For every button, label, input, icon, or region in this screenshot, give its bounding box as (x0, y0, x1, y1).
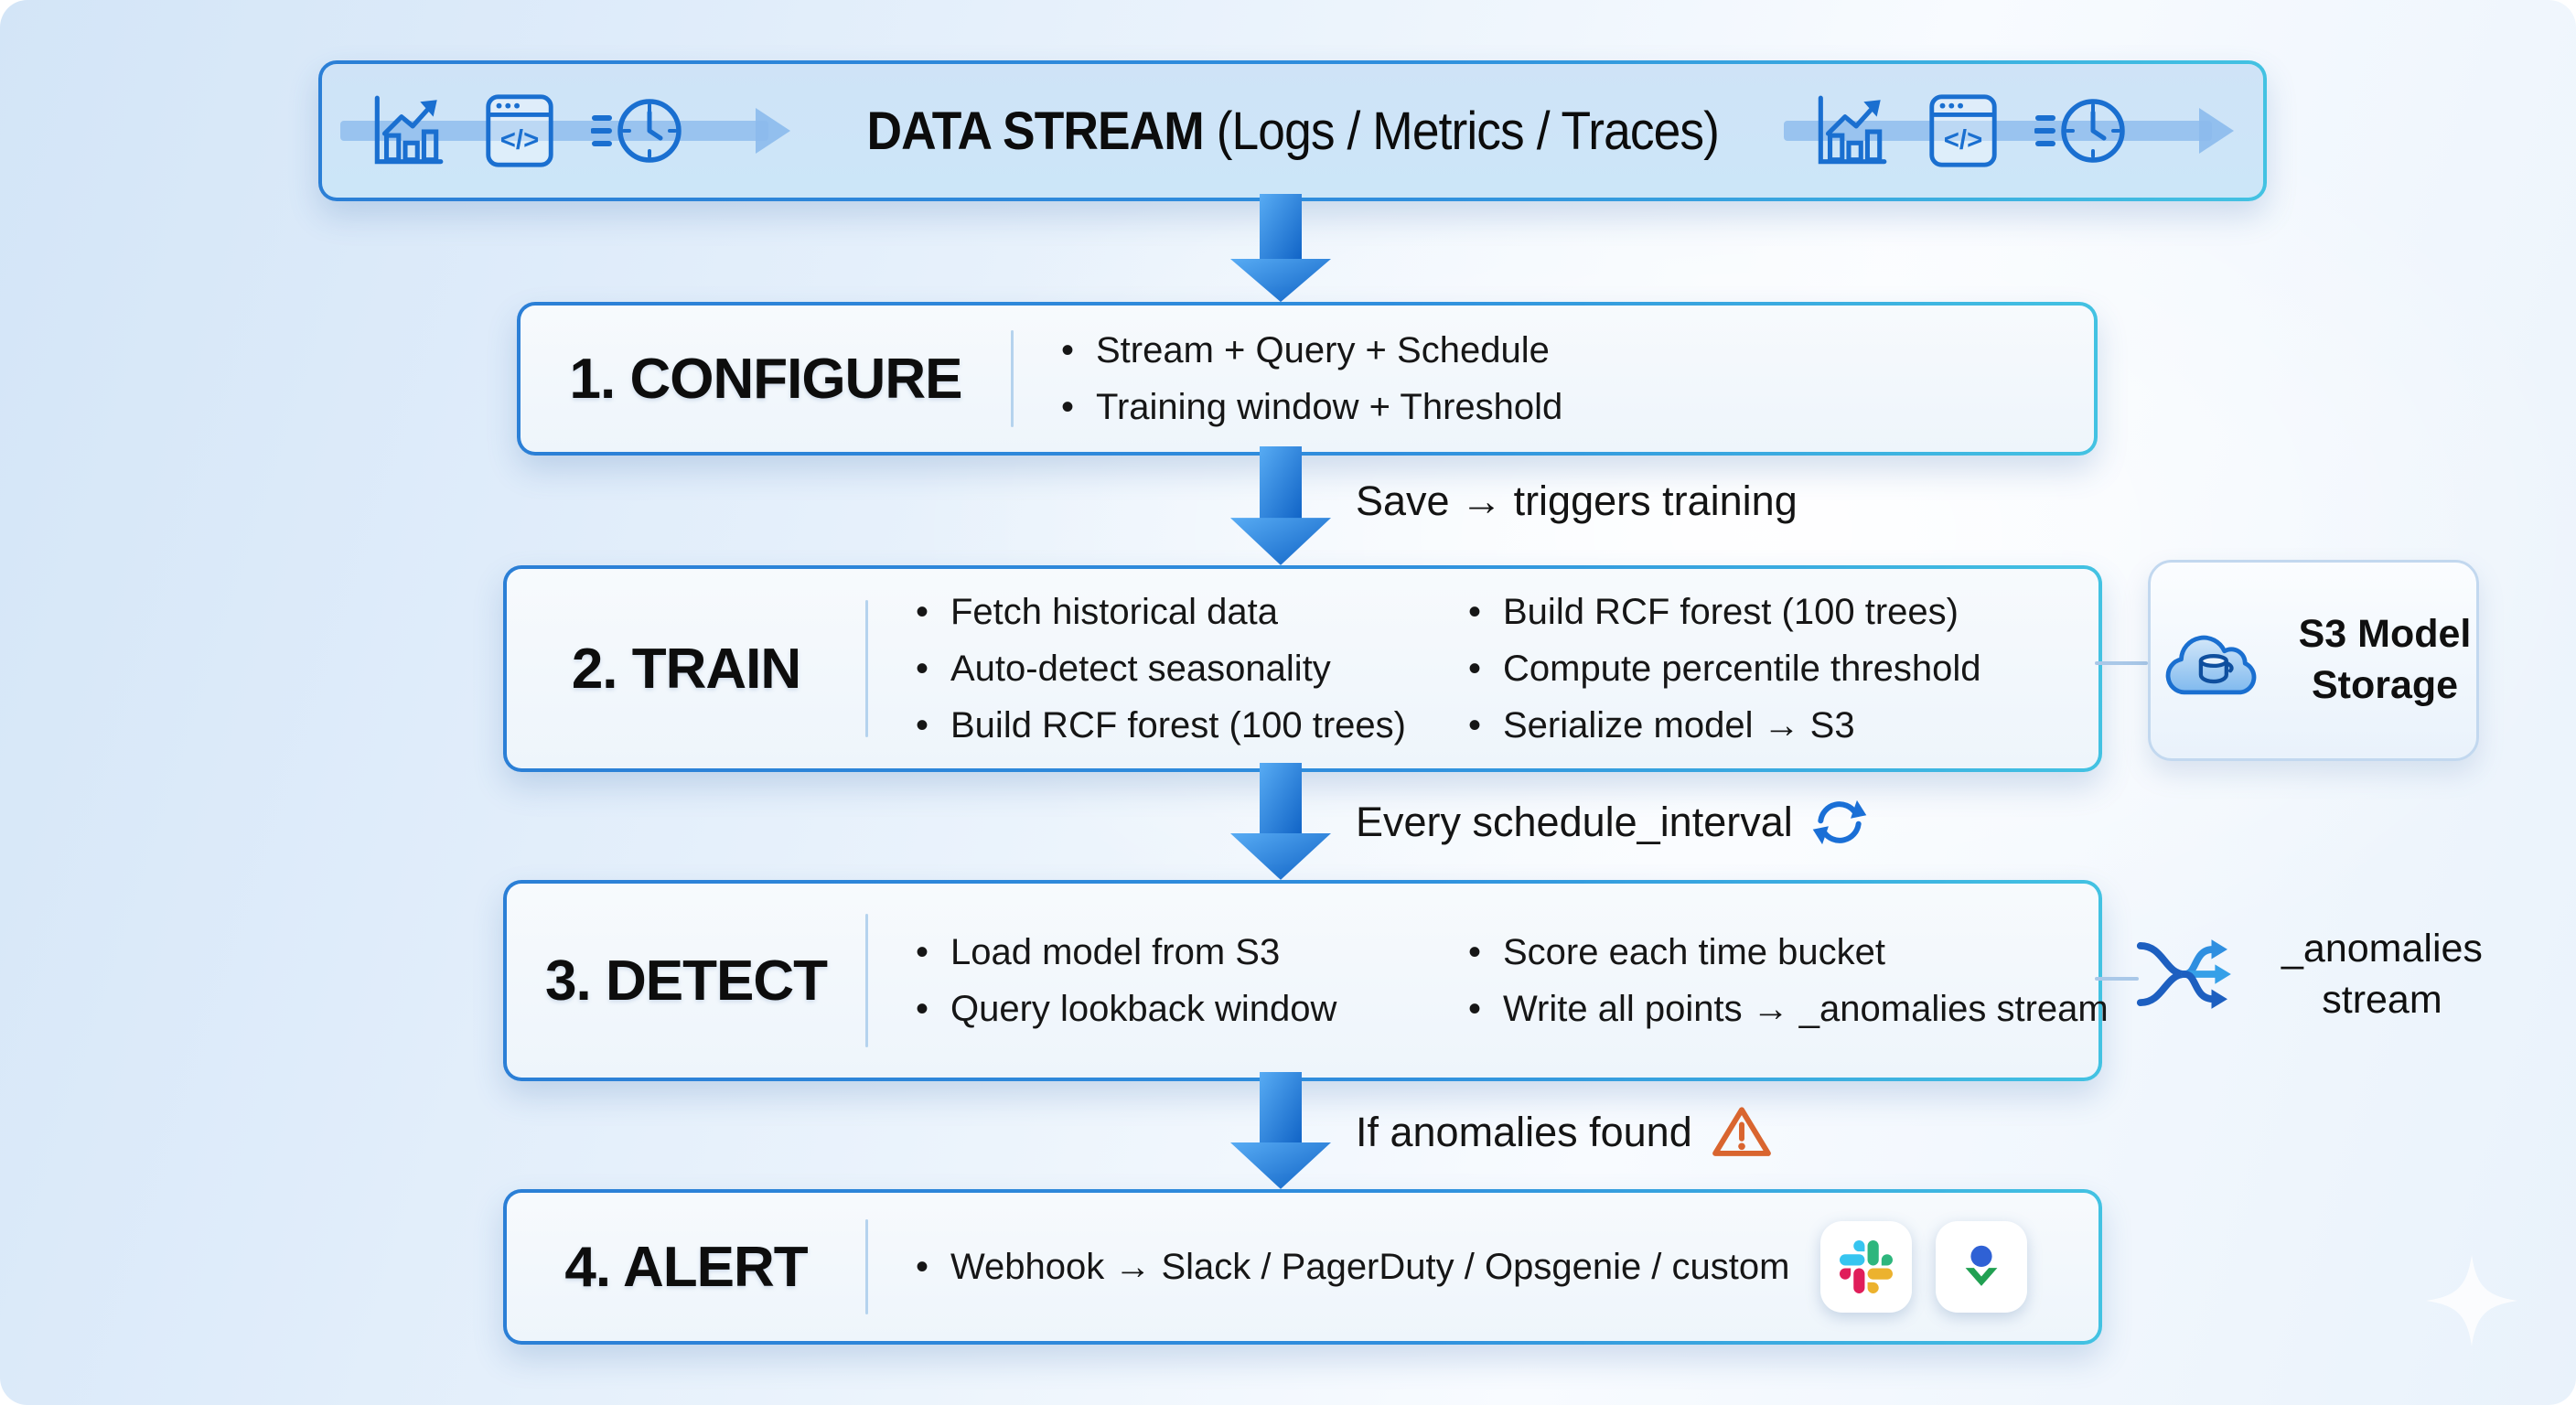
metrics-chart-icon (374, 95, 444, 165)
opsgenie-icon (1966, 1245, 1998, 1286)
label-if-anomalies-found: If anomalies found (1356, 1103, 1773, 1162)
divider (865, 600, 868, 737)
label-text: Save → triggers training (1356, 477, 1798, 524)
label-every-schedule-interval: Every schedule_interval (1356, 794, 1868, 851)
opsgenie-icon-tile (1936, 1221, 2028, 1313)
anomalies-label-line1: _anomalies (2281, 927, 2483, 971)
s3-cloud-icon (2165, 635, 2256, 695)
bullet-item: Compute percentile threshold (1463, 640, 1981, 697)
divider (865, 1219, 868, 1314)
step-box-alert: 4. ALERT Webhook → Slack / PagerDuty / O… (503, 1189, 2102, 1345)
train-bullets-col2: Build RCF forest (100 trees) Compute per… (1463, 584, 1981, 754)
header-title-rest: (Logs / Metrics / Traces) (1203, 101, 1719, 161)
s3-model-storage-node: S3 Model Storage (2148, 560, 2479, 761)
s3-label-line2: Storage (2311, 663, 2459, 707)
detect-bullets-col1: Load model from S3 Query lookback window (910, 924, 1422, 1037)
step-title-detect: 3. DETECT (545, 949, 828, 1013)
svg-text:</>: </> (500, 125, 539, 156)
step-box-detect: 3. DETECT Load model from S3 Query lookb… (503, 880, 2109, 1081)
flow-down-arrow (1230, 1072, 1331, 1189)
s3-storage-label: S3 Model Storage (2299, 609, 2472, 712)
step-title-train: 2. TRAIN (571, 637, 801, 701)
stream-icons-right: </> (1783, 64, 2234, 198)
slack-icon-tile (1820, 1221, 1913, 1313)
label-save-triggers-training: Save → triggers training (1356, 477, 1798, 525)
configure-bullets: Stream + Query + Schedule Training windo… (1056, 322, 1562, 435)
label-text: If anomalies found (1356, 1109, 1692, 1155)
step-title-configure: 1. CONFIGURE (569, 347, 963, 411)
data-stream-header: </> DATA STREAM (Logs / Metrics / Traces… (318, 60, 2267, 201)
flow-down-arrow (1230, 194, 1331, 303)
anomalies-label-line2: stream (2322, 978, 2442, 1022)
svg-text:</>: </> (1944, 125, 1982, 156)
stream-icons-left: </> (340, 64, 790, 198)
refresh-icon (1812, 799, 1867, 845)
bullet-item: Query lookback window (910, 981, 1422, 1037)
flow-down-arrow (1230, 763, 1331, 880)
bullet-item: Auto-detect seasonality (910, 640, 1422, 697)
s3-bucket-icon (2198, 654, 2234, 684)
label-text: Every schedule_interval (1356, 799, 1793, 845)
warning-icon (1712, 1107, 1771, 1156)
header-title: DATA STREAM (Logs / Metrics / Traces) (866, 101, 1719, 162)
stream-shuffle-icon (2136, 939, 2231, 1009)
step-title-alert: 4. ALERT (564, 1235, 808, 1299)
bullet-item: Load model from S3 (910, 924, 1422, 981)
flow-arrow-band (340, 108, 790, 154)
divider (865, 914, 868, 1047)
code-window-icon: </> (1929, 94, 1997, 167)
bullet-item: Build RCF forest (100 trees) (910, 697, 1422, 754)
detect-bullets-col2: Score each time bucket Write all points … (1463, 924, 2109, 1037)
schedule-clock-icon (2034, 99, 2125, 163)
bullet-item: Serialize model → S3 (1463, 697, 1981, 754)
slack-icon (1840, 1240, 1894, 1293)
train-bullets-col1: Fetch historical data Auto-detect season… (910, 584, 1422, 754)
bullet-item: Stream + Query + Schedule (1056, 322, 1562, 379)
connector-detect-to-anomalies (2095, 977, 2139, 981)
metrics-chart-icon (1818, 95, 1887, 165)
step-box-train: 2. TRAIN Fetch historical data Auto-dete… (503, 565, 2102, 772)
bullet-item: Training window + Threshold (1056, 379, 1562, 435)
header-title-bold: DATA STREAM (866, 101, 1204, 161)
bullet-item: Build RCF forest (100 trees) (1463, 584, 1981, 640)
connector-train-to-s3 (2095, 661, 2148, 665)
sparkle-icon (2426, 1255, 2517, 1346)
s3-label-line1: S3 Model (2298, 612, 2472, 657)
bullet-item: Webhook → Slack / PagerDuty / Opsgenie /… (910, 1239, 1789, 1295)
divider (1011, 330, 1014, 427)
step-box-configure: 1. CONFIGURE Stream + Query + Schedule T… (517, 302, 2098, 456)
alert-bullets: Webhook → Slack / PagerDuty / Opsgenie /… (910, 1239, 1789, 1295)
anomalies-stream-label: _anomalies stream (2281, 924, 2483, 1026)
code-window-icon: </> (486, 94, 553, 167)
anomalies-stream-node: _anomalies stream (2133, 922, 2483, 1028)
flow-down-arrow (1230, 446, 1331, 565)
flow-arrow-band (1783, 108, 2234, 154)
schedule-clock-icon (591, 99, 682, 163)
bullet-item: Score each time bucket (1463, 924, 2109, 981)
bullet-item: Write all points → _anomalies stream (1463, 981, 2109, 1037)
bullet-item: Fetch historical data (910, 584, 1422, 640)
